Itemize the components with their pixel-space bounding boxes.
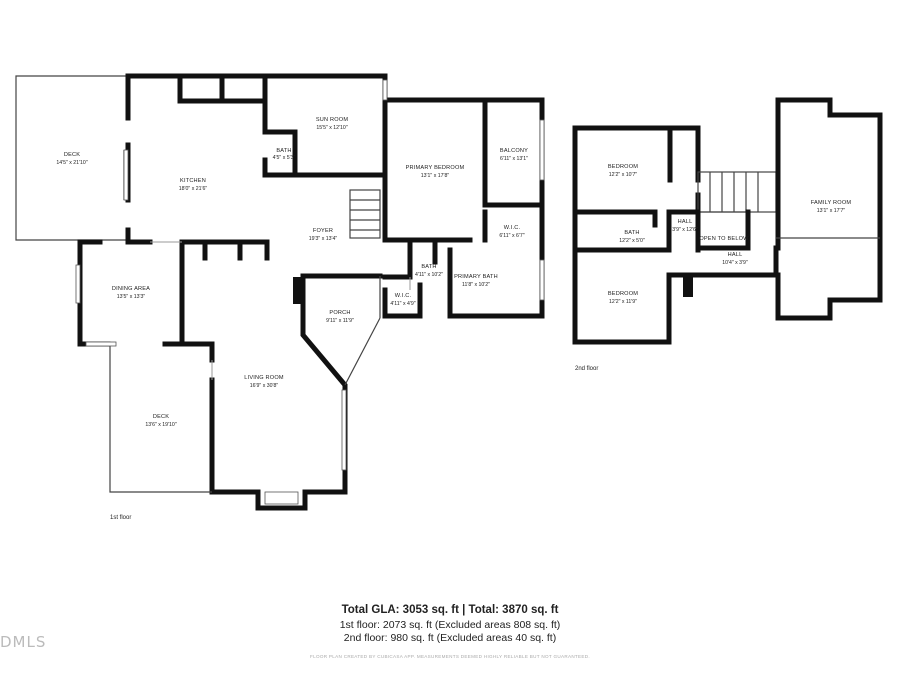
room-balcony-name: BALCONY: [500, 148, 528, 154]
room-deck-1-name: DECK: [64, 152, 80, 158]
room-open-below-name: OPEN TO BELOW: [699, 236, 749, 242]
windows: [75, 79, 545, 471]
room-balcony-dims: 6'11" x 13'1": [500, 156, 528, 162]
room-primary-bedroom-name: PRIMARY BEDROOM: [406, 165, 465, 171]
room-labels: DECK 14'5" x 21'10" KITCHEN 18'0" x 21'6…: [56, 117, 851, 428]
floor-label-first: 1st floor: [110, 515, 131, 521]
room-wic-2-name: W.I.C.: [395, 293, 412, 299]
room-dining-area-name: DINING AREA: [112, 286, 150, 292]
room-sun-room-dims: 15'5" x 12'10": [316, 125, 347, 131]
room-porch-name: PORCH: [329, 310, 350, 316]
room-sun-room-name: SUN ROOM: [316, 117, 349, 123]
doors: [150, 241, 411, 380]
second-floor-area: 2nd floor: 980 sq. ft (Excluded areas 40…: [343, 632, 557, 644]
room-family-room-name: FAMILY ROOM: [811, 200, 852, 206]
room-kitchen-name: KITCHEN: [180, 178, 206, 184]
room-kitchen-dims: 18'0" x 21'6": [179, 186, 208, 192]
room-hall-1-name: HALL: [678, 219, 693, 225]
room-living-room-dims: 16'9" x 30'8": [250, 383, 279, 389]
room-bedroom-2-dims: 12'2" x 11'9": [609, 299, 637, 305]
total-gla: Total GLA: 3053 sq. ft | Total: 3870 sq.…: [341, 604, 559, 616]
second-floor-walls: [572, 97, 883, 345]
room-primary-bath-name: PRIMARY BATH: [454, 274, 498, 280]
room-bedroom-2-name: BEDROOM: [608, 291, 638, 297]
floor-label-second: 2nd floor: [575, 366, 598, 372]
room-wic-1-dims: 6'11" x 6'7": [499, 233, 524, 239]
watermark-logo: DMLS: [0, 633, 47, 651]
room-hall-2-dims: 10'4" x 3'9": [722, 260, 748, 266]
room-deck-2-name: DECK: [153, 414, 169, 420]
room-foyer-name: FOYER: [313, 228, 333, 234]
room-deck-1-dims: 14'5" x 21'10": [56, 160, 87, 166]
room-bath-2-dims: 4'11" x 10'2": [415, 272, 443, 278]
first-floor-walls: [15, 73, 545, 511]
room-foyer-dims: 19'3" x 13'4": [309, 236, 338, 242]
room-family-room-dims: 13'1" x 17'7": [817, 208, 846, 214]
room-bath-3-name: BATH: [624, 230, 639, 236]
room-porch-dims: 9'11" x 11'9": [326, 318, 354, 324]
room-living-room-name: LIVING ROOM: [244, 375, 284, 381]
room-bath-1-dims: 4'5" x 5'3": [273, 155, 296, 161]
room-wic-2-dims: 4'11" x 4'9": [390, 301, 415, 307]
room-bedroom-1-name: BEDROOM: [608, 164, 638, 170]
room-primary-bedroom-dims: 13'1" x 17'8": [421, 173, 450, 179]
room-hall-2-name: HALL: [728, 252, 743, 258]
room-bath-3-dims: 12'2" x 5'0": [619, 238, 645, 244]
room-primary-bath-dims: 11'8" x 10'2": [462, 282, 490, 288]
room-deck-2-dims: 13'6" x 19'10": [145, 422, 176, 428]
room-wic-1-name: W.I.C.: [504, 225, 521, 231]
room-bedroom-1-dims: 12'2" x 10'7": [609, 172, 638, 178]
room-bath-2-name: BATH: [421, 264, 436, 270]
disclaimer-text: FLOOR PLAN CREATED BY CUBICASA APP. MEAS…: [310, 654, 590, 659]
room-dining-area-dims: 13'5" x 13'3": [117, 294, 146, 300]
first-floor-area: 1st floor: 2073 sq. ft (Excluded areas 8…: [339, 619, 561, 631]
room-bath-1-name: BATH: [276, 148, 291, 154]
room-hall-1-dims: 3'9" x 12'6": [672, 227, 698, 233]
